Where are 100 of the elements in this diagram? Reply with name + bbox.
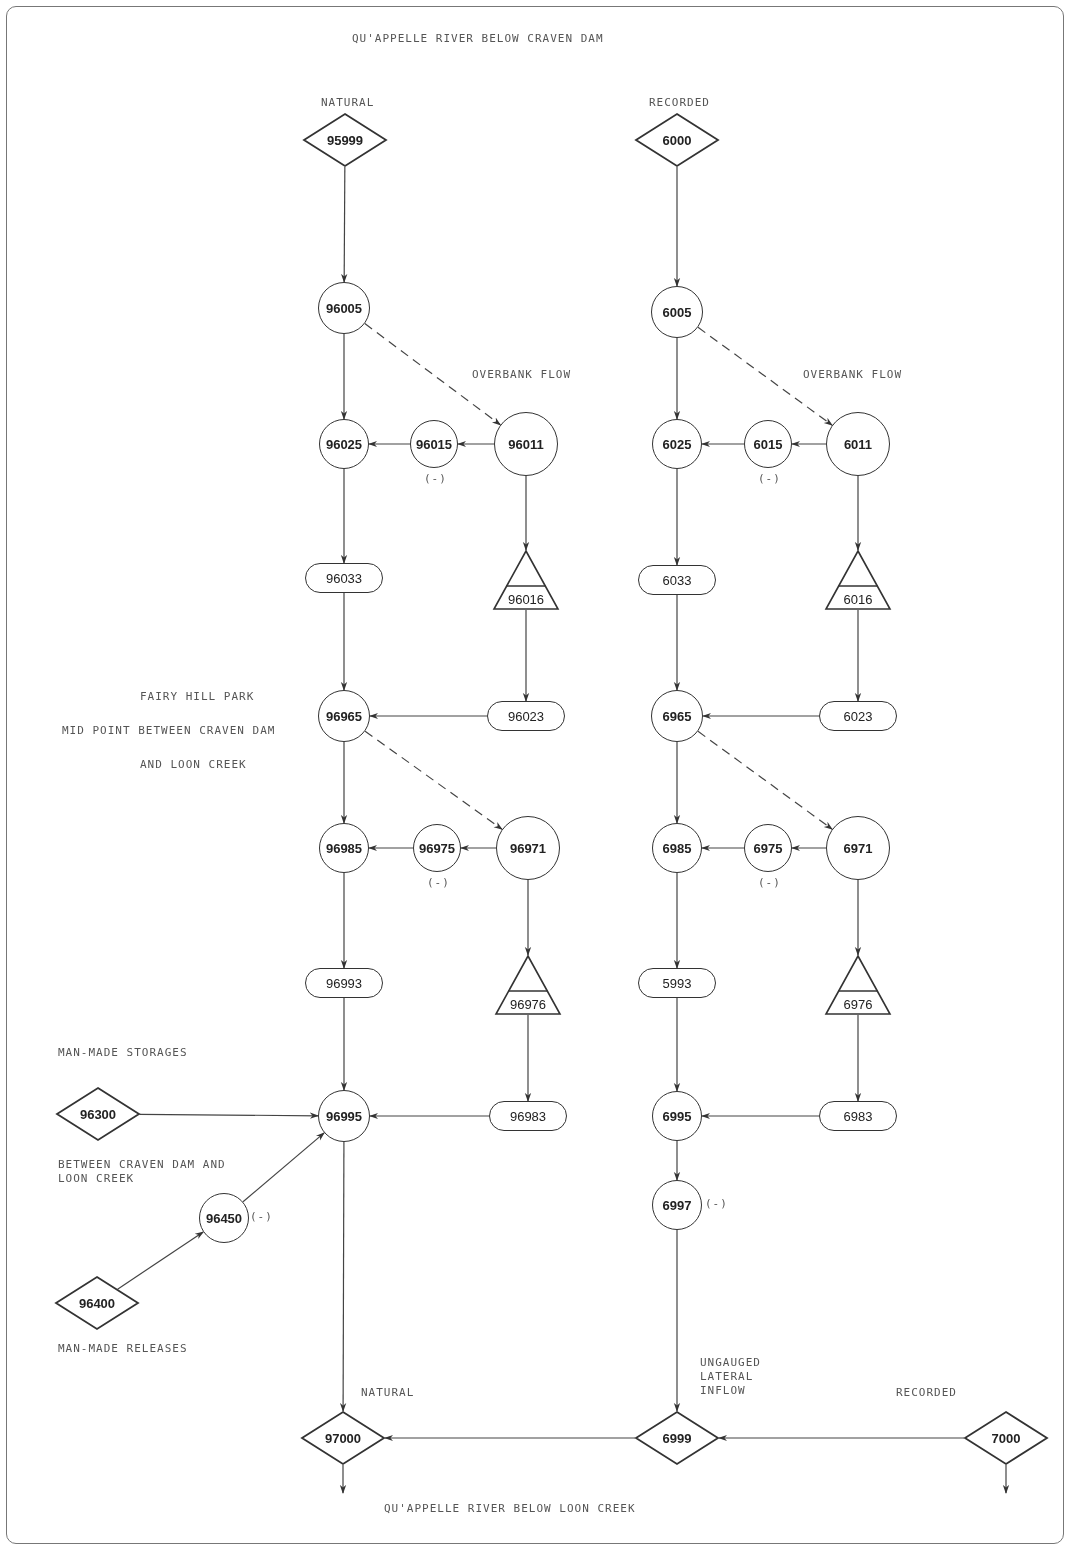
flow-arrow: [854, 475, 862, 551]
flow-circle: [652, 823, 702, 873]
node-id: 6015: [753, 436, 783, 452]
flow-arrow: [701, 844, 745, 852]
flow-arrow: [368, 844, 414, 852]
annotation-text: BETWEEN CRAVEN DAM AND LOON CREEK: [58, 1158, 227, 1186]
reach-capsule: [819, 701, 897, 731]
flow-circle: [651, 286, 703, 338]
flow-arrow: [718, 1434, 965, 1442]
node-note: (-): [250, 1210, 273, 1224]
node-note: (-): [758, 472, 781, 486]
flow-arrow: [339, 1141, 347, 1412]
node-note: (-): [424, 472, 447, 486]
node-id: 6995: [662, 1108, 692, 1124]
flow-arrow: [791, 440, 827, 448]
flow-arrow: [673, 166, 681, 287]
node-id: 6011: [843, 436, 873, 452]
flow-arrow: [242, 1132, 325, 1203]
flow-arrow: [673, 1140, 681, 1181]
reach-capsule: [638, 565, 716, 595]
node-id: 96975: [418, 840, 456, 856]
flow-circle: [652, 1180, 702, 1230]
flow-arrow: [341, 166, 348, 283]
flow-arrow: [340, 468, 348, 564]
reach-capsule: [819, 1101, 897, 1131]
flow-arrow: [340, 741, 348, 824]
station-diamond: [303, 113, 387, 167]
node-id: 6016: [843, 592, 873, 607]
flow-arrow: [457, 440, 495, 448]
node-id: 7000: [991, 1430, 1021, 1446]
node-id: 96965: [325, 708, 363, 724]
flow-arrow: [673, 997, 681, 1092]
node-id: 5993: [662, 975, 692, 991]
flow-arrow: [340, 333, 348, 420]
flow-arrow: [384, 1434, 636, 1442]
flow-arrow: [524, 1014, 532, 1102]
annotation-text: OVERBANK FLOW: [472, 368, 573, 382]
station-diamond: [635, 113, 719, 167]
flow-arrow: [522, 609, 530, 702]
node-id: 97000: [324, 1430, 362, 1446]
flow-circle: [319, 823, 369, 873]
node-note: NATURAL: [361, 1386, 415, 1400]
flow-arrow: [854, 609, 862, 702]
node-id: 6983: [843, 1108, 873, 1124]
node-id: 96993: [325, 975, 363, 991]
flow-arrow: [697, 730, 833, 830]
node-id: 6985: [662, 840, 692, 856]
flow-arrow: [117, 1231, 204, 1290]
node-id: 6033: [662, 572, 692, 588]
node-id: 96450: [205, 1210, 243, 1226]
flow-arrow: [524, 879, 532, 956]
node-id: 96995: [325, 1108, 363, 1124]
flow-arrow: [702, 712, 820, 720]
node-id: 6023: [843, 708, 873, 724]
annotation-text: MAN-MADE RELEASES: [58, 1342, 189, 1356]
flow-arrow: [340, 592, 348, 691]
annotation-text: FAIRY HILL PARK: [140, 690, 256, 704]
flow-arrow: [697, 326, 833, 426]
flow-arrow: [791, 844, 827, 852]
station-diamond: [301, 1411, 385, 1465]
flow-arrow: [522, 475, 530, 551]
station-diamond: [55, 1276, 139, 1330]
flow-arrow: [364, 730, 503, 830]
annotation-text: UNGAUGED LATERAL INFLOW: [700, 1356, 762, 1398]
flow-arrow: [673, 741, 681, 824]
station-diamond: [964, 1411, 1048, 1465]
flow-arrow: [673, 594, 681, 691]
node-id: 96400: [78, 1295, 116, 1311]
flow-arrow: [460, 844, 497, 852]
node-note: RECORDED: [896, 1386, 957, 1400]
node-id: 6971: [843, 840, 873, 856]
node-id: 96023: [507, 708, 545, 724]
flow-arrow: [673, 872, 681, 969]
node-id: 6976: [843, 997, 873, 1012]
reach-capsule: [305, 968, 383, 998]
flow-arrow: [701, 440, 745, 448]
annotation-text: MID POINT BETWEEN CRAVEN DAM: [62, 724, 277, 738]
flow-arrow: [1002, 1464, 1010, 1494]
node-id: 96025: [325, 436, 363, 452]
flow-circle: [413, 824, 461, 872]
node-id: 6965: [662, 708, 692, 724]
flow-arrow: [138, 1112, 319, 1119]
reach-capsule: [489, 1101, 567, 1131]
node-id: 96005: [325, 300, 363, 316]
annotation-text: QU'APPELLE RIVER BELOW CRAVEN DAM: [352, 32, 605, 46]
node-id: 96300: [79, 1106, 117, 1122]
flow-circle: [744, 824, 792, 872]
node-note: RECORDED: [649, 96, 710, 110]
annotation-text: AND LOON CREEK: [140, 758, 248, 772]
node-id: 96985: [325, 840, 363, 856]
node-id: 6005: [662, 304, 692, 320]
flow-circle: [652, 419, 702, 469]
node-note: (-): [705, 1197, 728, 1211]
flow-circle: [318, 282, 370, 334]
node-id: 96016: [507, 592, 545, 607]
flow-arrow: [673, 1229, 681, 1412]
flow-arrow: [339, 1464, 347, 1494]
reach-capsule: [305, 563, 383, 593]
node-id: 96011: [508, 436, 544, 452]
annotation-text: MAN-MADE STORAGES: [58, 1046, 189, 1060]
